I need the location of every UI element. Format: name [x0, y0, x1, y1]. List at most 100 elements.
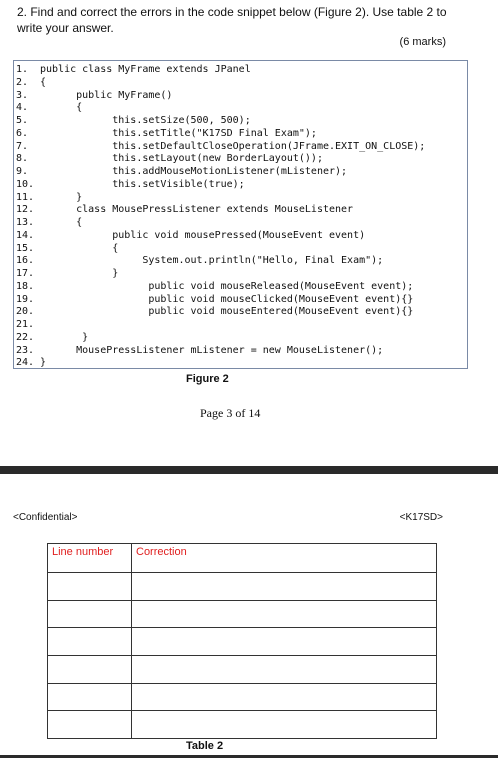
code-line-text: this.setLayout(new BorderLayout()); — [40, 153, 323, 165]
code-line-number: 24. — [16, 357, 35, 369]
correction-cell[interactable] — [131, 599, 437, 629]
table-row — [47, 710, 437, 739]
code-line-number: 10. — [16, 178, 35, 190]
code-line: 11. } — [16, 191, 82, 204]
code-line-number: 9. — [16, 166, 29, 177]
line-number-cell[interactable] — [47, 572, 132, 601]
code-line: 14. public void mousePressed(MouseEvent … — [16, 229, 365, 242]
code-line-text: public void mouseEntered(MouseEvent even… — [40, 306, 414, 318]
code-line-text: } — [40, 191, 83, 203]
code-line-text: this.addMouseMotionListener(mListener); — [40, 166, 348, 177]
table-row — [47, 654, 437, 684]
code-line-text: { — [40, 217, 83, 228]
code-line-number: 19. — [16, 293, 35, 305]
code-line: 20. public void mouseEntered(MouseEvent … — [16, 305, 413, 318]
table-row — [47, 682, 437, 712]
correction-cell[interactable] — [131, 654, 437, 684]
correction-cell[interactable] — [131, 710, 437, 739]
code-line: 4. { — [16, 101, 82, 114]
code-line-number: 14. — [16, 229, 35, 241]
line-number-cell[interactable] — [47, 627, 132, 656]
code-line-number: 13. — [16, 217, 35, 228]
code-line: 24.} — [16, 356, 46, 369]
code-line-text: this.setSize(500, 500); — [40, 115, 251, 126]
page-number: Page 3 of 14 — [200, 406, 261, 420]
code-line-number: 4. — [16, 102, 29, 114]
code-line: 1. public class MyFrame extends JPanel — [16, 63, 251, 76]
marks-label: (6 marks) — [399, 36, 446, 48]
correction-cell[interactable] — [131, 682, 437, 712]
line-number-cell[interactable] — [47, 682, 132, 712]
code-line-number: 22. — [16, 331, 35, 343]
code-line: 16. System.out.println("Hello, Final Exa… — [16, 254, 383, 267]
code-line-number: 2. — [16, 76, 29, 88]
page-break-divider — [0, 466, 498, 474]
code-line: 17. } — [16, 267, 118, 280]
code-line-text: this.setTitle("K17SD Final Exam"); — [40, 127, 317, 139]
code-line-number: 8. — [16, 153, 29, 165]
code-line-number: 6. — [16, 127, 29, 139]
code-line-text: { — [40, 242, 119, 254]
line-number-cell[interactable] — [47, 654, 132, 684]
header-correction: Correction — [131, 543, 437, 573]
code-line-text: { — [40, 102, 83, 114]
code-line-text: public void mouseReleased(MouseEvent eve… — [40, 280, 414, 292]
code-line: 23. MousePressListener mListener = new M… — [16, 344, 383, 357]
code-line-text: this.setVisible(true); — [40, 178, 245, 190]
code-line-text: public void mouseClicked(MouseEvent even… — [40, 293, 414, 305]
code-line: 15. { — [16, 242, 118, 255]
code-line-number: 7. — [16, 140, 29, 152]
code-line-text: class MousePressListener extends MouseLi… — [40, 204, 354, 216]
code-line: 19. public void mouseClicked(MouseEvent … — [16, 293, 413, 306]
code-line-number: 12. — [16, 204, 35, 216]
table-row — [47, 599, 437, 629]
bottom-divider — [0, 755, 498, 758]
code-line: 2. { — [16, 76, 46, 89]
header-line-number: Line number — [47, 543, 132, 573]
code-line-number: 15. — [16, 242, 35, 254]
line-number-cell[interactable] — [47, 599, 132, 629]
code-line-text: public void mousePressed(MouseEvent even… — [40, 229, 366, 241]
footer-confidential: <Confidential> — [13, 512, 78, 523]
code-line-number: 18. — [16, 280, 35, 292]
code-line-text: } — [40, 331, 89, 343]
code-line-text: } — [40, 268, 119, 279]
code-line-text: System.out.println("Hello, Final Exam"); — [40, 255, 384, 267]
code-line: 3. public MyFrame() — [16, 89, 172, 102]
table-row — [47, 627, 437, 656]
code-line-number: 5. — [16, 115, 29, 126]
code-line-number: 16. — [16, 255, 35, 267]
code-line-number: 1. — [16, 64, 29, 75]
code-line-number: 20. — [16, 306, 35, 318]
code-line: 18. public void mouseReleased(MouseEvent… — [16, 280, 413, 293]
code-snippet: 1. public class MyFrame extends JPanel 2. {… — [13, 60, 468, 369]
code-line-number: 3. — [16, 89, 29, 101]
code-line: 7. this.setDefaultCloseOperation(JFrame.… — [16, 140, 425, 153]
code-line: 10. this.setVisible(true); — [16, 178, 245, 191]
code-line: 12. class MousePressListener extends Mou… — [16, 203, 353, 216]
code-line-number: 21. — [16, 319, 35, 330]
correction-cell[interactable] — [131, 572, 437, 601]
code-line-number: 23. — [16, 344, 35, 356]
code-line-text: this.setDefaultCloseOperation(JFrame.EXI… — [40, 140, 426, 152]
table-row — [47, 572, 437, 601]
code-line-text: public MyFrame() — [40, 89, 173, 101]
answer-table: Line number Correction — [47, 543, 437, 739]
question-text: 2. Find and correct the errors in the co… — [17, 5, 447, 35]
code-line-text: MousePressListener mListener = new Mouse… — [40, 344, 384, 356]
table-header-row: Line number Correction — [47, 543, 437, 573]
code-line: 5. this.setSize(500, 500); — [16, 114, 251, 127]
code-line-number: 11. — [16, 191, 35, 203]
code-line-number: 17. — [16, 268, 35, 279]
line-number-cell[interactable] — [47, 710, 132, 739]
correction-cell[interactable] — [131, 627, 437, 656]
table-caption: Table 2 — [186, 740, 224, 752]
code-line-text: } — [40, 357, 47, 369]
footer-course-code: <K17SD> — [399, 512, 443, 523]
code-line-text: { — [40, 76, 47, 88]
code-line: 6. this.setTitle("K17SD Final Exam"); — [16, 127, 317, 140]
code-line: 13. { — [16, 216, 82, 229]
code-line: 22. } — [16, 331, 88, 344]
code-line-text: public class MyFrame extends JPanel — [40, 64, 251, 75]
code-line: 21. — [16, 318, 40, 331]
